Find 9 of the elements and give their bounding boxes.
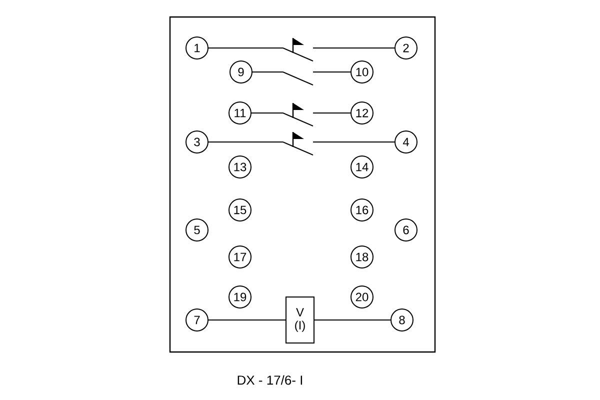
switch-contact: [282, 103, 314, 126]
wire: [312, 112, 351, 114]
wire: [251, 112, 284, 114]
caption: DX - 17/6- I: [238, 375, 302, 385]
switch-contact: [282, 132, 314, 156]
coil-box: V (I): [286, 296, 314, 344]
switch-contact: [282, 38, 314, 62]
switch-contact: [282, 72, 314, 86]
housing-frame: [169, 16, 436, 353]
